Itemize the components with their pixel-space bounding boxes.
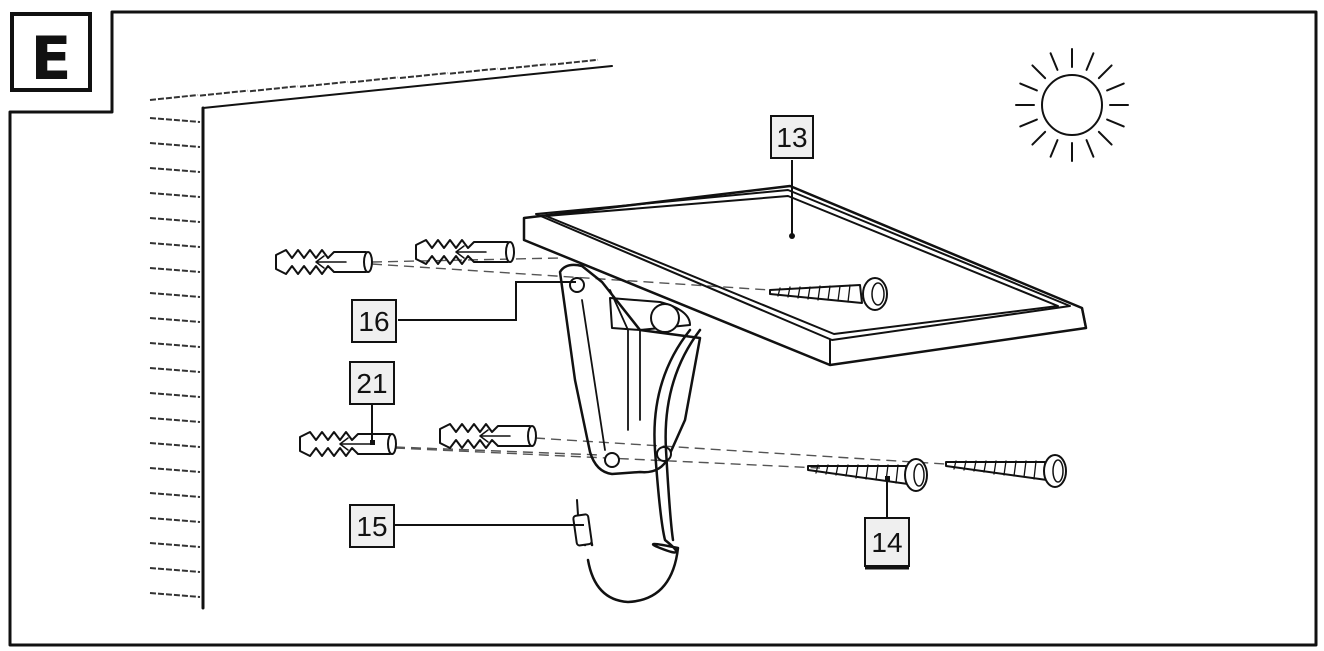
callout-16: 16: [351, 299, 397, 343]
callout-13-label: 13: [776, 122, 807, 153]
callout-14-label: 14: [871, 527, 902, 558]
screw-upper: [769, 277, 888, 311]
callout-14: 14: [864, 517, 910, 570]
wall-plug-lower-right: [439, 423, 537, 449]
callout-21-label: 21: [356, 368, 387, 399]
solar-panel: [522, 184, 1088, 367]
step-box: [10, 12, 92, 92]
sun-icon: [1015, 48, 1129, 162]
callout-16-label: 16: [358, 306, 389, 337]
diagram-frame: [8, 10, 1318, 647]
alignment-lines: [371, 257, 946, 469]
screw-lower-left: [807, 458, 928, 492]
callout-13: 13: [770, 115, 814, 159]
wall: [149, 58, 613, 610]
wall-plug-lower-left: [299, 431, 397, 457]
callout-15-label: 15: [356, 511, 387, 542]
leader-lines: [371, 160, 888, 526]
screw-lower-right: [945, 454, 1067, 488]
callout-15: 15: [349, 504, 395, 548]
callout-21: 21: [349, 361, 395, 405]
step-letter: E: [31, 24, 72, 94]
wall-plug-upper-left: [275, 249, 373, 275]
wall-plug-upper-right: [415, 239, 515, 265]
callout-21-marker: [370, 440, 375, 445]
